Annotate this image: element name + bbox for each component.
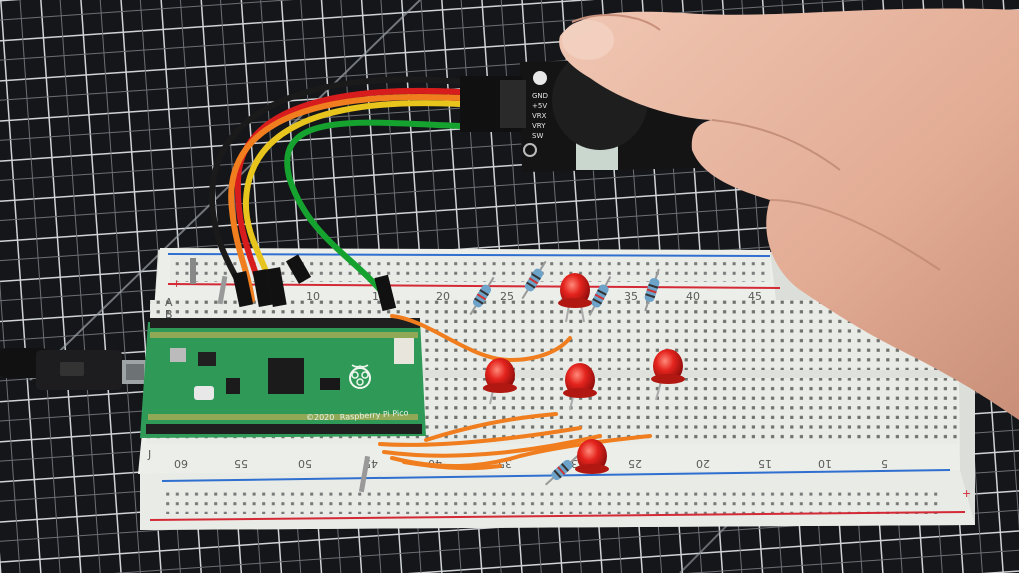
column-number: 60 bbox=[174, 457, 188, 470]
column-number: 20 bbox=[696, 457, 710, 470]
column-number: 25 bbox=[628, 457, 642, 470]
joystick-pin-label: VRY bbox=[532, 122, 546, 130]
hand-icon bbox=[559, 8, 1019, 420]
column-number: 15 bbox=[758, 457, 772, 470]
row-letter: A bbox=[165, 296, 173, 309]
led-red bbox=[558, 273, 592, 323]
joystick-pin-label: +5V bbox=[532, 102, 547, 110]
resistors bbox=[469, 260, 660, 486]
wire-black bbox=[208, 76, 463, 303]
column-number: 50 bbox=[298, 457, 312, 470]
bottom-rail-red bbox=[149, 511, 966, 521]
bootsel-button bbox=[194, 386, 214, 400]
pico-copyright: ©2020 bbox=[306, 413, 334, 422]
column-number: 45 bbox=[748, 290, 762, 303]
led-red bbox=[563, 363, 597, 411]
wire-orange bbox=[228, 93, 463, 303]
jumper-wires bbox=[208, 76, 463, 303]
wire-yellow bbox=[242, 100, 463, 303]
column-number: 10 bbox=[818, 457, 832, 470]
row-letter: B bbox=[165, 308, 173, 321]
column-number: 40 bbox=[686, 290, 700, 303]
row-letter: J bbox=[147, 448, 151, 461]
orange-jumpers bbox=[378, 314, 652, 471]
led-red bbox=[575, 439, 609, 474]
joystick-pin-label: SW bbox=[532, 132, 543, 140]
column-number: 35 bbox=[624, 290, 638, 303]
column-number: 10 bbox=[306, 290, 320, 303]
leds bbox=[483, 273, 685, 474]
led-red bbox=[651, 349, 685, 401]
top-rail-blue bbox=[167, 253, 771, 257]
thumbnail bbox=[562, 20, 614, 60]
column-number: 55 bbox=[234, 457, 248, 470]
usb-cable-icon bbox=[0, 348, 148, 390]
resistor bbox=[588, 276, 612, 316]
resistor bbox=[469, 276, 495, 316]
column-number: 5 bbox=[881, 457, 888, 470]
led-red bbox=[483, 358, 517, 405]
wire-plugs bbox=[190, 254, 397, 493]
resistor bbox=[644, 268, 660, 312]
column-number: 25 bbox=[500, 290, 514, 303]
raspberry-pi-pico: Raspberry Pi Pico ©2020 bbox=[140, 318, 426, 438]
raspberry-logo-icon bbox=[349, 364, 371, 389]
wire-green bbox=[284, 119, 463, 303]
svg-text:+: + bbox=[172, 277, 181, 290]
joystick-pin-label: VRX bbox=[532, 112, 547, 120]
resistor bbox=[544, 454, 580, 486]
column-number: 20 bbox=[436, 290, 450, 303]
rp2040-chip bbox=[268, 358, 304, 394]
svg-text:+: + bbox=[962, 487, 971, 500]
joystick-pin-label: GND bbox=[532, 92, 548, 100]
resistor bbox=[521, 260, 547, 300]
